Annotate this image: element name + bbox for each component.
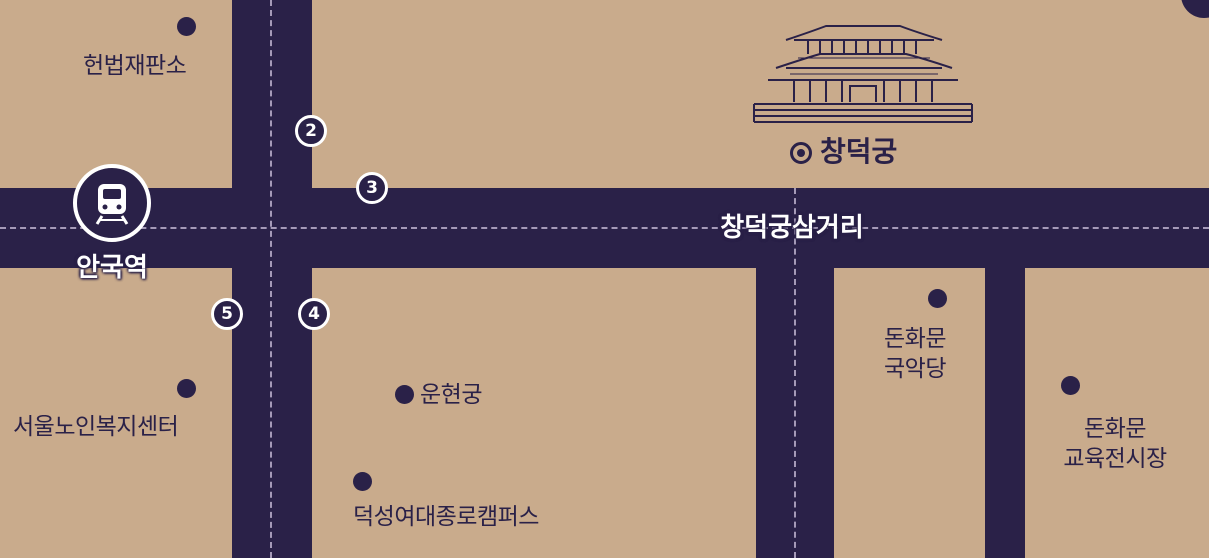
exit-3-marker[interactable]: 3 bbox=[356, 172, 388, 204]
gugakdang-label-line1: 돈화문 bbox=[884, 326, 946, 352]
senior-center-label: 서울노인복지센터 bbox=[13, 414, 179, 440]
market-label-line1: 돈화문 bbox=[1084, 416, 1146, 442]
market-dot bbox=[1061, 376, 1080, 395]
gugakdang-label: 돈화문 국악당 bbox=[860, 324, 970, 384]
intersection-name: 창덕궁삼거리 bbox=[720, 213, 864, 243]
road-centerline-vertical-left bbox=[270, 0, 272, 558]
gugakdang-label-line2: 국악당 bbox=[884, 356, 946, 382]
duksung-campus-label: 덕성여대종로캠퍼스 bbox=[353, 504, 539, 530]
unhyeongung-dot bbox=[395, 385, 414, 404]
subway-station-marker[interactable] bbox=[73, 164, 151, 242]
market-label-line2: 교육전시장 bbox=[1063, 446, 1167, 472]
road-centerline-horizontal bbox=[0, 227, 1209, 229]
gugakdang-dot bbox=[928, 289, 947, 308]
unhyeongung-label: 운현궁 bbox=[420, 382, 482, 408]
palace-building-icon bbox=[753, 25, 973, 123]
exit-5-marker[interactable]: 5 bbox=[211, 298, 243, 330]
road-vertical-right-b bbox=[985, 268, 1025, 558]
subway-train-icon bbox=[95, 184, 129, 225]
station-name: 안국역 bbox=[76, 253, 148, 283]
road-centerline-vertical-right bbox=[794, 188, 796, 558]
palace-label: 창덕궁 bbox=[790, 134, 897, 170]
road-vertical-left bbox=[232, 0, 312, 558]
palace-name: 창덕궁 bbox=[820, 135, 898, 168]
market-label: 돈화문 교육전시장 bbox=[1040, 414, 1190, 474]
constitutional-court-label: 헌법재판소 bbox=[83, 53, 187, 79]
duksung-campus-dot bbox=[353, 472, 372, 491]
exit-4-marker[interactable]: 4 bbox=[298, 298, 330, 330]
senior-center-dot bbox=[177, 379, 196, 398]
exit-2-marker[interactable]: 2 bbox=[295, 115, 327, 147]
corner-marker bbox=[1181, 0, 1209, 18]
constitutional-court-dot bbox=[177, 17, 196, 36]
landmark-target-icon bbox=[790, 142, 812, 164]
